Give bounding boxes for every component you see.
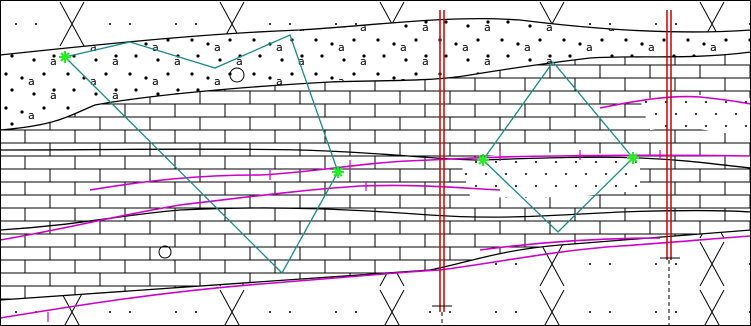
- marker-line-middle: [0, 184, 501, 241]
- boundary-lower-black: [0, 207, 751, 231]
- pick-marker: [59, 51, 71, 63]
- pick-marker: [477, 154, 489, 166]
- marker-line-lower-short: [479, 237, 661, 251]
- layer-limestone: [0, 52, 751, 300]
- wells: [432, 10, 680, 326]
- pick-marker: [332, 166, 344, 178]
- well-right: [660, 10, 680, 326]
- marker-line-upper-right: [599, 95, 751, 109]
- layer-shale-mid: [460, 152, 640, 198]
- layer-top-shale: [0, 0, 751, 55]
- layer-bottom-shale: [0, 230, 751, 326]
- marker-line-upper: [89, 154, 751, 191]
- layer-gravel-sandstone: [0, 18, 751, 131]
- marker-line-lower: [0, 235, 751, 319]
- boundary-gravel-base: [0, 51, 751, 131]
- fossil-symbol: [229, 67, 245, 83]
- pick-marker: [627, 152, 639, 164]
- section-polygon-left: [63, 34, 339, 275]
- fossil-symbols: [158, 67, 245, 259]
- pick-markers: [59, 51, 639, 178]
- well-left: [432, 10, 452, 326]
- boundary-top: [0, 17, 751, 56]
- fossil-symbol: [158, 245, 172, 259]
- marker-lines: [0, 95, 751, 319]
- marker-ticks: [47, 150, 661, 322]
